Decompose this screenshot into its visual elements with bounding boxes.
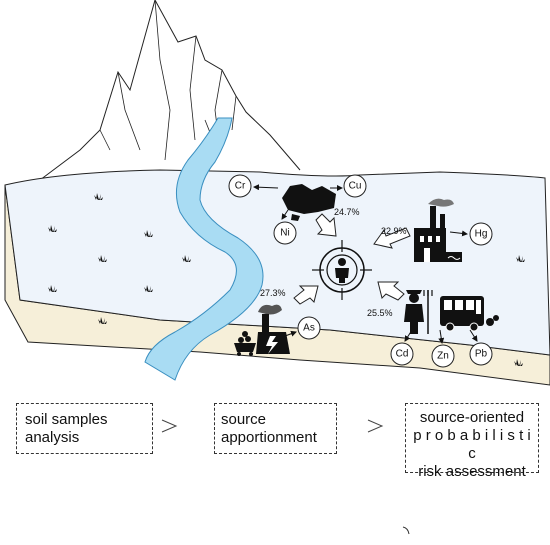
source-coal-percent: 27.3%: [260, 288, 286, 298]
source-industrial-percent: 22.9%: [381, 226, 407, 236]
element-pb: Pb: [469, 342, 493, 366]
step-soil-sampling: soil samples analysis: [16, 403, 153, 454]
element-cu: Cu: [343, 174, 367, 198]
element-cr: Cr: [228, 174, 252, 198]
svg-text:Cr: Cr: [235, 181, 246, 192]
bottom-mark: [402, 526, 410, 535]
target-person-icon: [312, 240, 372, 300]
element-cd: Cd: [390, 342, 414, 366]
river-icon: [144, 117, 264, 381]
mountain-icon: [39, 0, 301, 181]
step1-line1: soil samples: [25, 411, 108, 428]
svg-text:Pb: Pb: [475, 349, 488, 360]
step2-line1: source: [221, 411, 267, 428]
chevron-right-icon: [160, 418, 178, 439]
coal-power-icon: [234, 304, 290, 356]
chevron-right-icon: [366, 418, 384, 439]
step1-line2: analysis: [25, 429, 80, 446]
element-as: As: [297, 316, 321, 340]
source-agri-traffic-percent: 25.5%: [367, 308, 393, 318]
svg-text:Ni: Ni: [280, 228, 289, 239]
step3-line3: risk assessment: [418, 463, 526, 480]
farmer-icon: [404, 290, 433, 334]
step3-line1: source-oriented: [419, 409, 525, 426]
factory-icon: [414, 198, 462, 262]
element-zn: Zn: [431, 344, 455, 368]
svg-text:As: As: [303, 323, 315, 334]
step3-line2: p r o b a b i l i s t i c: [413, 427, 531, 462]
step-risk-assessment: source-oriented p r o b a b i l i s t i …: [405, 403, 539, 480]
svg-text:Cu: Cu: [349, 181, 362, 192]
step2-line2: apportionment: [221, 429, 317, 446]
step-source-apportionment: source apportionment: [214, 403, 337, 454]
bus-icon: [440, 296, 499, 332]
rock-icon: [282, 184, 336, 221]
element-hg: Hg: [469, 222, 493, 246]
arrow-icon: [253, 184, 478, 344]
source-natural-percent: 24.7%: [334, 207, 360, 217]
arrow-icon: [293, 213, 411, 305]
svg-text:Cd: Cd: [396, 349, 409, 360]
svg-text:Hg: Hg: [475, 229, 488, 240]
element-ni: Ni: [273, 221, 297, 245]
svg-text:Zn: Zn: [437, 351, 449, 362]
